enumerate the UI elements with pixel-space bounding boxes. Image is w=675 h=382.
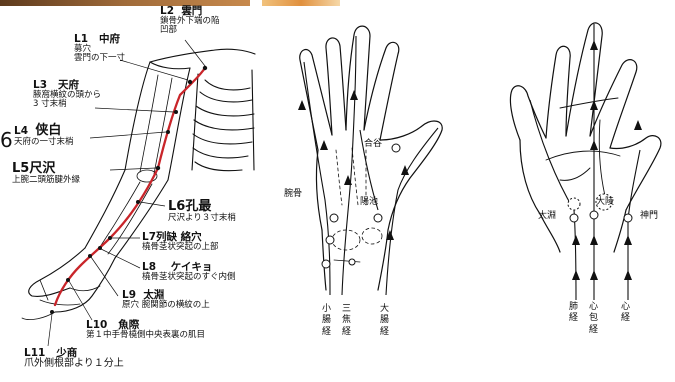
point-L10-label: L10 魚際 第１中手骨橈側中央表裏の肌目 bbox=[86, 320, 205, 340]
point-L7-desc: 橈骨茎状突起の上部 bbox=[142, 243, 219, 252]
point-L8-desc: 橈骨茎状突起のすぐ内側 bbox=[142, 273, 236, 282]
point-L11-label: L11 少商 爪外側根部より１分上 bbox=[24, 348, 124, 370]
point-L5-label: L5尺沢 上腕二頭筋腱外縁 bbox=[12, 162, 80, 185]
point-L11-desc: 爪外側根部より１分上 bbox=[24, 359, 124, 370]
point-L10-desc: 第１中手骨橈側中央表裏の肌目 bbox=[86, 331, 205, 340]
point-L6-desc: 尺沢より３寸末梢 bbox=[168, 214, 236, 223]
daling-label: 大陵 bbox=[596, 198, 614, 207]
point-L5-code-name: L5尺沢 bbox=[12, 162, 80, 176]
point-L4-desc: 天府の一寸末梢 bbox=[14, 138, 74, 147]
point-L1-desc: 募穴 雲門の下一寸 bbox=[74, 45, 125, 63]
shenmen-label: 神門 bbox=[640, 212, 658, 221]
point-L3-label: L3 天府 腋窩横紋の頭から 3 寸末梢 bbox=[33, 80, 101, 109]
meridian-ht-label: 心 経 bbox=[621, 302, 630, 325]
point-L9-label: L9 太淵 原穴 腕関節の横紋の上 bbox=[122, 290, 210, 310]
point-L2-label: L2 雲門 鎖骨外下端の陥 凹部 bbox=[160, 6, 220, 35]
point-L6-code-name: L6孔最 bbox=[168, 200, 236, 214]
point-L1-label: L1 中府 募穴 雲門の下一寸 bbox=[74, 34, 125, 63]
point-L6-label: L6孔最 尺沢より３寸末梢 bbox=[168, 200, 236, 223]
point-L2-desc: 鎖骨外下端の陥 凹部 bbox=[160, 17, 220, 35]
meridian-li-label: 大 腸 経 bbox=[380, 304, 389, 338]
point-L3-desc: 腋窩横紋の頭から 3 寸末梢 bbox=[33, 91, 101, 109]
edge-glyph: 6 bbox=[0, 130, 13, 151]
point-L4-code-name: L4 侠白 bbox=[14, 124, 74, 138]
hegu-label: 合谷 bbox=[364, 140, 382, 149]
point-L9-desc: 原穴 腕関節の横紋の上 bbox=[122, 301, 210, 310]
yangchi-label: 陽池 bbox=[360, 198, 378, 207]
point-L8-label: L8 ケイキョ 橈骨茎状突起のすぐ内側 bbox=[142, 262, 236, 282]
point-L7-label: L7列缺 絡穴 橈骨茎状突起の上部 bbox=[142, 232, 219, 252]
point-L5-desc: 上腕二頭筋腱外縁 bbox=[12, 176, 80, 185]
meridian-si-label: 小 腸 経 bbox=[322, 304, 331, 338]
meridian-pc-label: 心 包 経 bbox=[589, 302, 598, 336]
meridian-sj-label: 三 焦 経 bbox=[342, 304, 351, 338]
wangu-label: 腕骨 bbox=[284, 190, 302, 199]
meridian-lu-label: 肺 経 bbox=[569, 302, 578, 325]
taiyuan-label: 太淵 bbox=[538, 212, 556, 221]
point-L4-label: L4 侠白 天府の一寸末梢 bbox=[14, 124, 74, 147]
